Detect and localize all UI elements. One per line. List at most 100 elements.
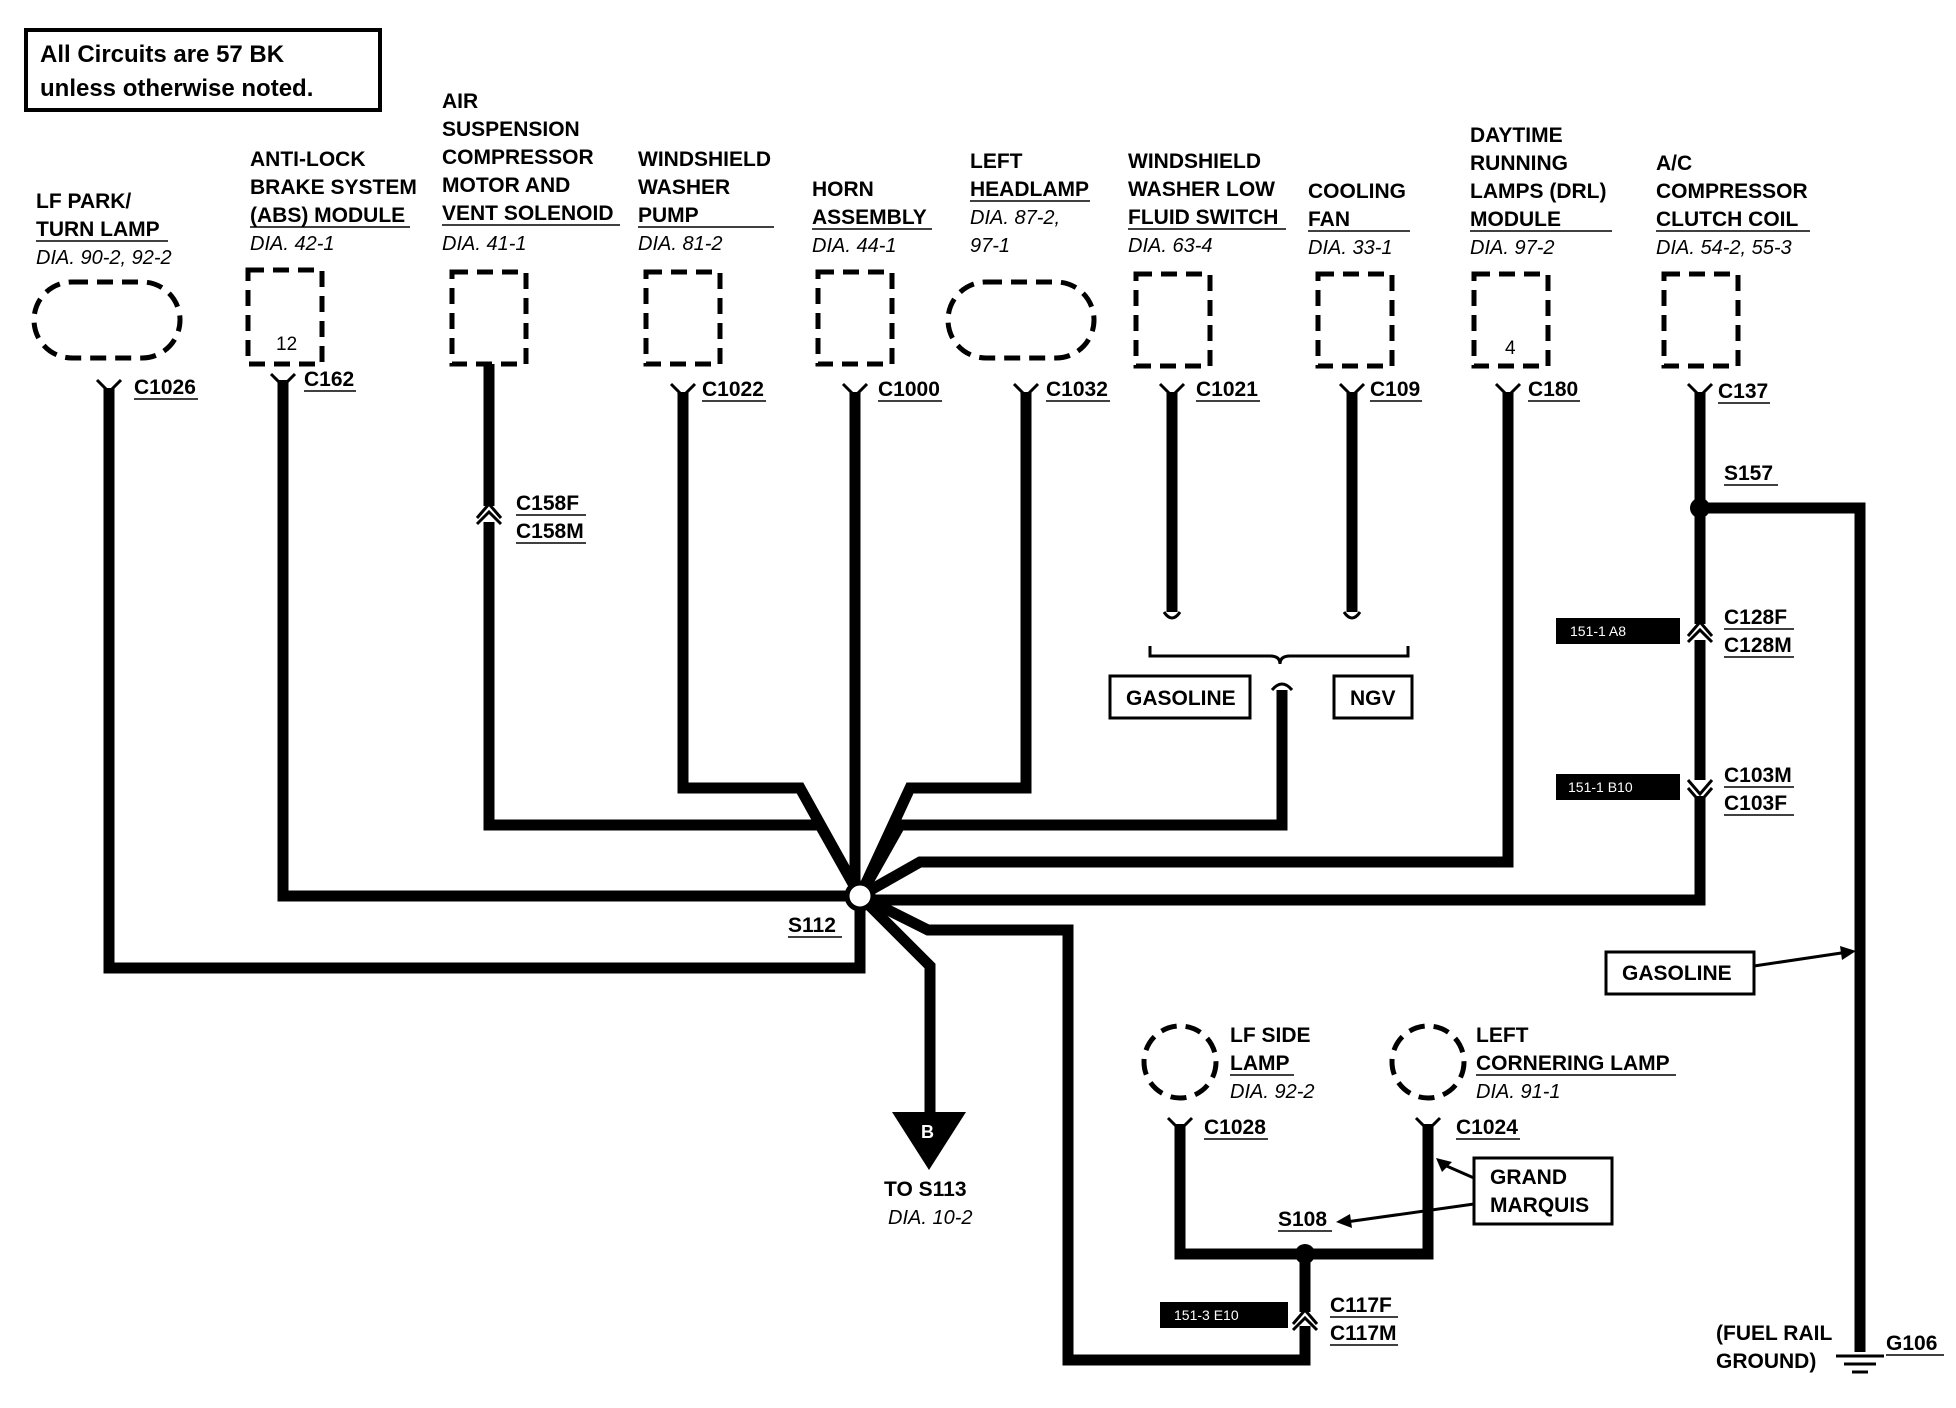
module-symbol (245, 267, 325, 367)
label-line: FAN (1308, 208, 1350, 231)
component-abs-module: ANTI-LOCK BRAKE SYSTEM (ABS) MODULE DIA.… (245, 148, 417, 367)
svg-text:151-1 A8: 151-1 A8 (1570, 623, 1626, 639)
component-horn-assembly: HORN ASSEMBLY DIA. 44-1 (812, 178, 932, 367)
svg-text:S157: S157 (1724, 462, 1773, 485)
splice-s108: S108 (1278, 1208, 1332, 1264)
svg-text:151-3 E10: 151-3 E10 (1174, 1307, 1239, 1323)
svg-text:B: B (921, 1122, 934, 1142)
splice-s112: S112 (788, 880, 876, 938)
lamp-symbol (1389, 1023, 1467, 1101)
label-line: BRAKE SYSTEM (250, 176, 417, 199)
component-washer-low-fluid-switch: WINDSHIELD WASHER LOW FLUID SWITCH DIA. … (1128, 150, 1286, 369)
ground-name: G106 (1886, 1332, 1937, 1355)
connector-name: C1024 (1456, 1116, 1518, 1139)
svg-text:DIA. 91-1: DIA. 91-1 (1476, 1081, 1560, 1103)
module-symbol (643, 269, 723, 367)
svg-text:C128F: C128F (1724, 606, 1787, 629)
component-left-headlamp: LEFT HEADLAMP DIA. 87-2, 97-1 (945, 150, 1097, 361)
svg-text:C158M: C158M (516, 520, 584, 543)
label-line: LF PARK/ (36, 190, 131, 213)
component-air-suspension-compressor: AIR SUSPENSION COMPRESSOR MOTOR AND VENT… (442, 90, 620, 367)
dia-reference: DIA. 97-2 (1470, 237, 1554, 259)
connector-c1021: C1021 (1158, 378, 1260, 402)
component-drl-module: DAYTIME RUNNING LAMPS (DRL) MODULE DIA. … (1470, 124, 1612, 369)
svg-text:S108: S108 (1278, 1208, 1327, 1231)
connector-name: C109 (1370, 378, 1420, 401)
note-box: All Circuits are 57 BK unless otherwise … (24, 28, 382, 112)
option-ngv: NGV (1332, 674, 1414, 720)
component-ac-compressor-clutch-coil: A/C COMPRESSOR CLUTCH COIL DIA. 54-2, 55… (1656, 152, 1810, 369)
ground-g106: (FUEL RAIL GROUND) G106 (1716, 1322, 1944, 1374)
label-line: A/C (1656, 152, 1692, 175)
module-symbol (1471, 271, 1551, 369)
label-line: WASHER (638, 176, 730, 199)
pin-number: 12 (276, 334, 297, 355)
label-line: ASSEMBLY (812, 206, 927, 229)
lamp-symbol (1141, 1023, 1219, 1101)
option-grand-marquis: GRAND MARQUIS (1336, 1156, 1614, 1228)
lamp-symbol (945, 279, 1097, 361)
component-lf-park-turn-lamp: LF PARK/ TURN LAMP DIA. 90-2, 92-2 (31, 190, 183, 361)
svg-text:LAMP: LAMP (1230, 1052, 1290, 1075)
module-symbol (1133, 271, 1213, 369)
label-line: HEADLAMP (970, 178, 1089, 201)
svg-text:TO S113: TO S113 (884, 1178, 967, 1201)
dia-reference: DIA. 63-4 (1128, 235, 1212, 257)
dia-reference: DIA. 54-2, 55-3 (1656, 237, 1792, 259)
inline-connector-c103: 151-1 B10 C103M C103F (1556, 764, 1794, 816)
option-bracket (1148, 611, 1410, 692)
label-line: COMPRESSOR (442, 146, 594, 169)
inline-connector-c158: C158F C158M (475, 492, 586, 544)
svg-text:151-1 B10: 151-1 B10 (1568, 779, 1633, 795)
label-line: PUMP (638, 204, 699, 227)
note-line-2: unless otherwise noted. (40, 75, 313, 102)
svg-text:MARQUIS: MARQUIS (1490, 1194, 1589, 1217)
dia-reference: DIA. 81-2 (638, 233, 722, 255)
connector-name: C1026 (134, 376, 196, 399)
module-symbol (815, 269, 895, 367)
splice-s157: S157 (1690, 462, 1778, 518)
label-line: TURN LAMP (36, 218, 160, 241)
component-windshield-washer-pump: WINDSHIELD WASHER PUMP DIA. 81-2 (638, 148, 774, 367)
label-line: MOTOR AND (442, 174, 570, 197)
label-line: SUSPENSION (442, 118, 580, 141)
dia-reference: DIA. 87-2, (970, 207, 1060, 229)
option-gasoline: GASOLINE (1108, 674, 1252, 720)
label-line: ANTI-LOCK (250, 148, 365, 171)
svg-text:LEFT: LEFT (1476, 1024, 1529, 1047)
connector-name: C1021 (1196, 378, 1258, 401)
pin-number: 4 (1505, 338, 1516, 359)
dia-reference: DIA. 42-1 (250, 233, 334, 255)
dia-reference: DIA. 90-2, 92-2 (36, 247, 172, 269)
svg-text:GRAND: GRAND (1490, 1166, 1567, 1189)
connector-name: C1000 (878, 378, 940, 401)
label-line: RUNNING (1470, 152, 1568, 175)
svg-text:(FUEL RAIL: (FUEL RAIL (1716, 1322, 1832, 1345)
lamp-symbol (31, 279, 183, 361)
svg-text:C117M: C117M (1330, 1322, 1397, 1345)
component-cooling-fan: COOLING FAN DIA. 33-1 (1308, 180, 1410, 369)
label-line: LAMPS (DRL) (1470, 180, 1606, 203)
connector-name: C1028 (1204, 1116, 1266, 1139)
svg-text:DIA. 92-2: DIA. 92-2 (1230, 1081, 1314, 1103)
svg-text:NGV: NGV (1350, 687, 1396, 710)
connector-name: C180 (1528, 378, 1578, 401)
note-line-1: All Circuits are 57 BK (40, 41, 285, 68)
label-line: WASHER LOW (1128, 178, 1275, 201)
wires (103, 364, 1866, 1366)
svg-text:C103M: C103M (1724, 764, 1792, 787)
dia-reference-2: 97-1 (970, 235, 1010, 257)
module-symbol (449, 269, 529, 367)
connector-c1000: C1000 (841, 378, 942, 402)
svg-text:C117F: C117F (1330, 1294, 1392, 1317)
connector-name: C137 (1718, 380, 1768, 403)
label-line: HORN (812, 178, 874, 201)
module-symbol (1661, 271, 1741, 369)
label-line: AIR (442, 90, 478, 113)
inline-connector-c117: 151-3 E10 C117F C117M (1160, 1294, 1398, 1346)
label-line: COOLING (1308, 180, 1406, 203)
option-gasoline-ground: GASOLINE (1604, 946, 1856, 996)
connector-name: C1032 (1046, 378, 1108, 401)
inline-connector-c128: 151-1 A8 C128F C128M (1556, 606, 1794, 658)
